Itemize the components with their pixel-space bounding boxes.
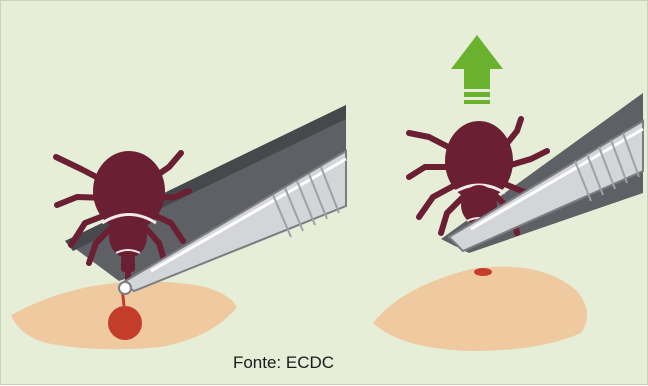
source-caption: Fonte: ECDC xyxy=(1,353,566,373)
panel-after xyxy=(373,35,643,351)
blood-drop xyxy=(108,306,142,340)
panel-before xyxy=(11,105,346,349)
bite-mark xyxy=(474,268,492,276)
arrow-up-icon xyxy=(451,35,503,104)
skin-right xyxy=(373,267,587,351)
